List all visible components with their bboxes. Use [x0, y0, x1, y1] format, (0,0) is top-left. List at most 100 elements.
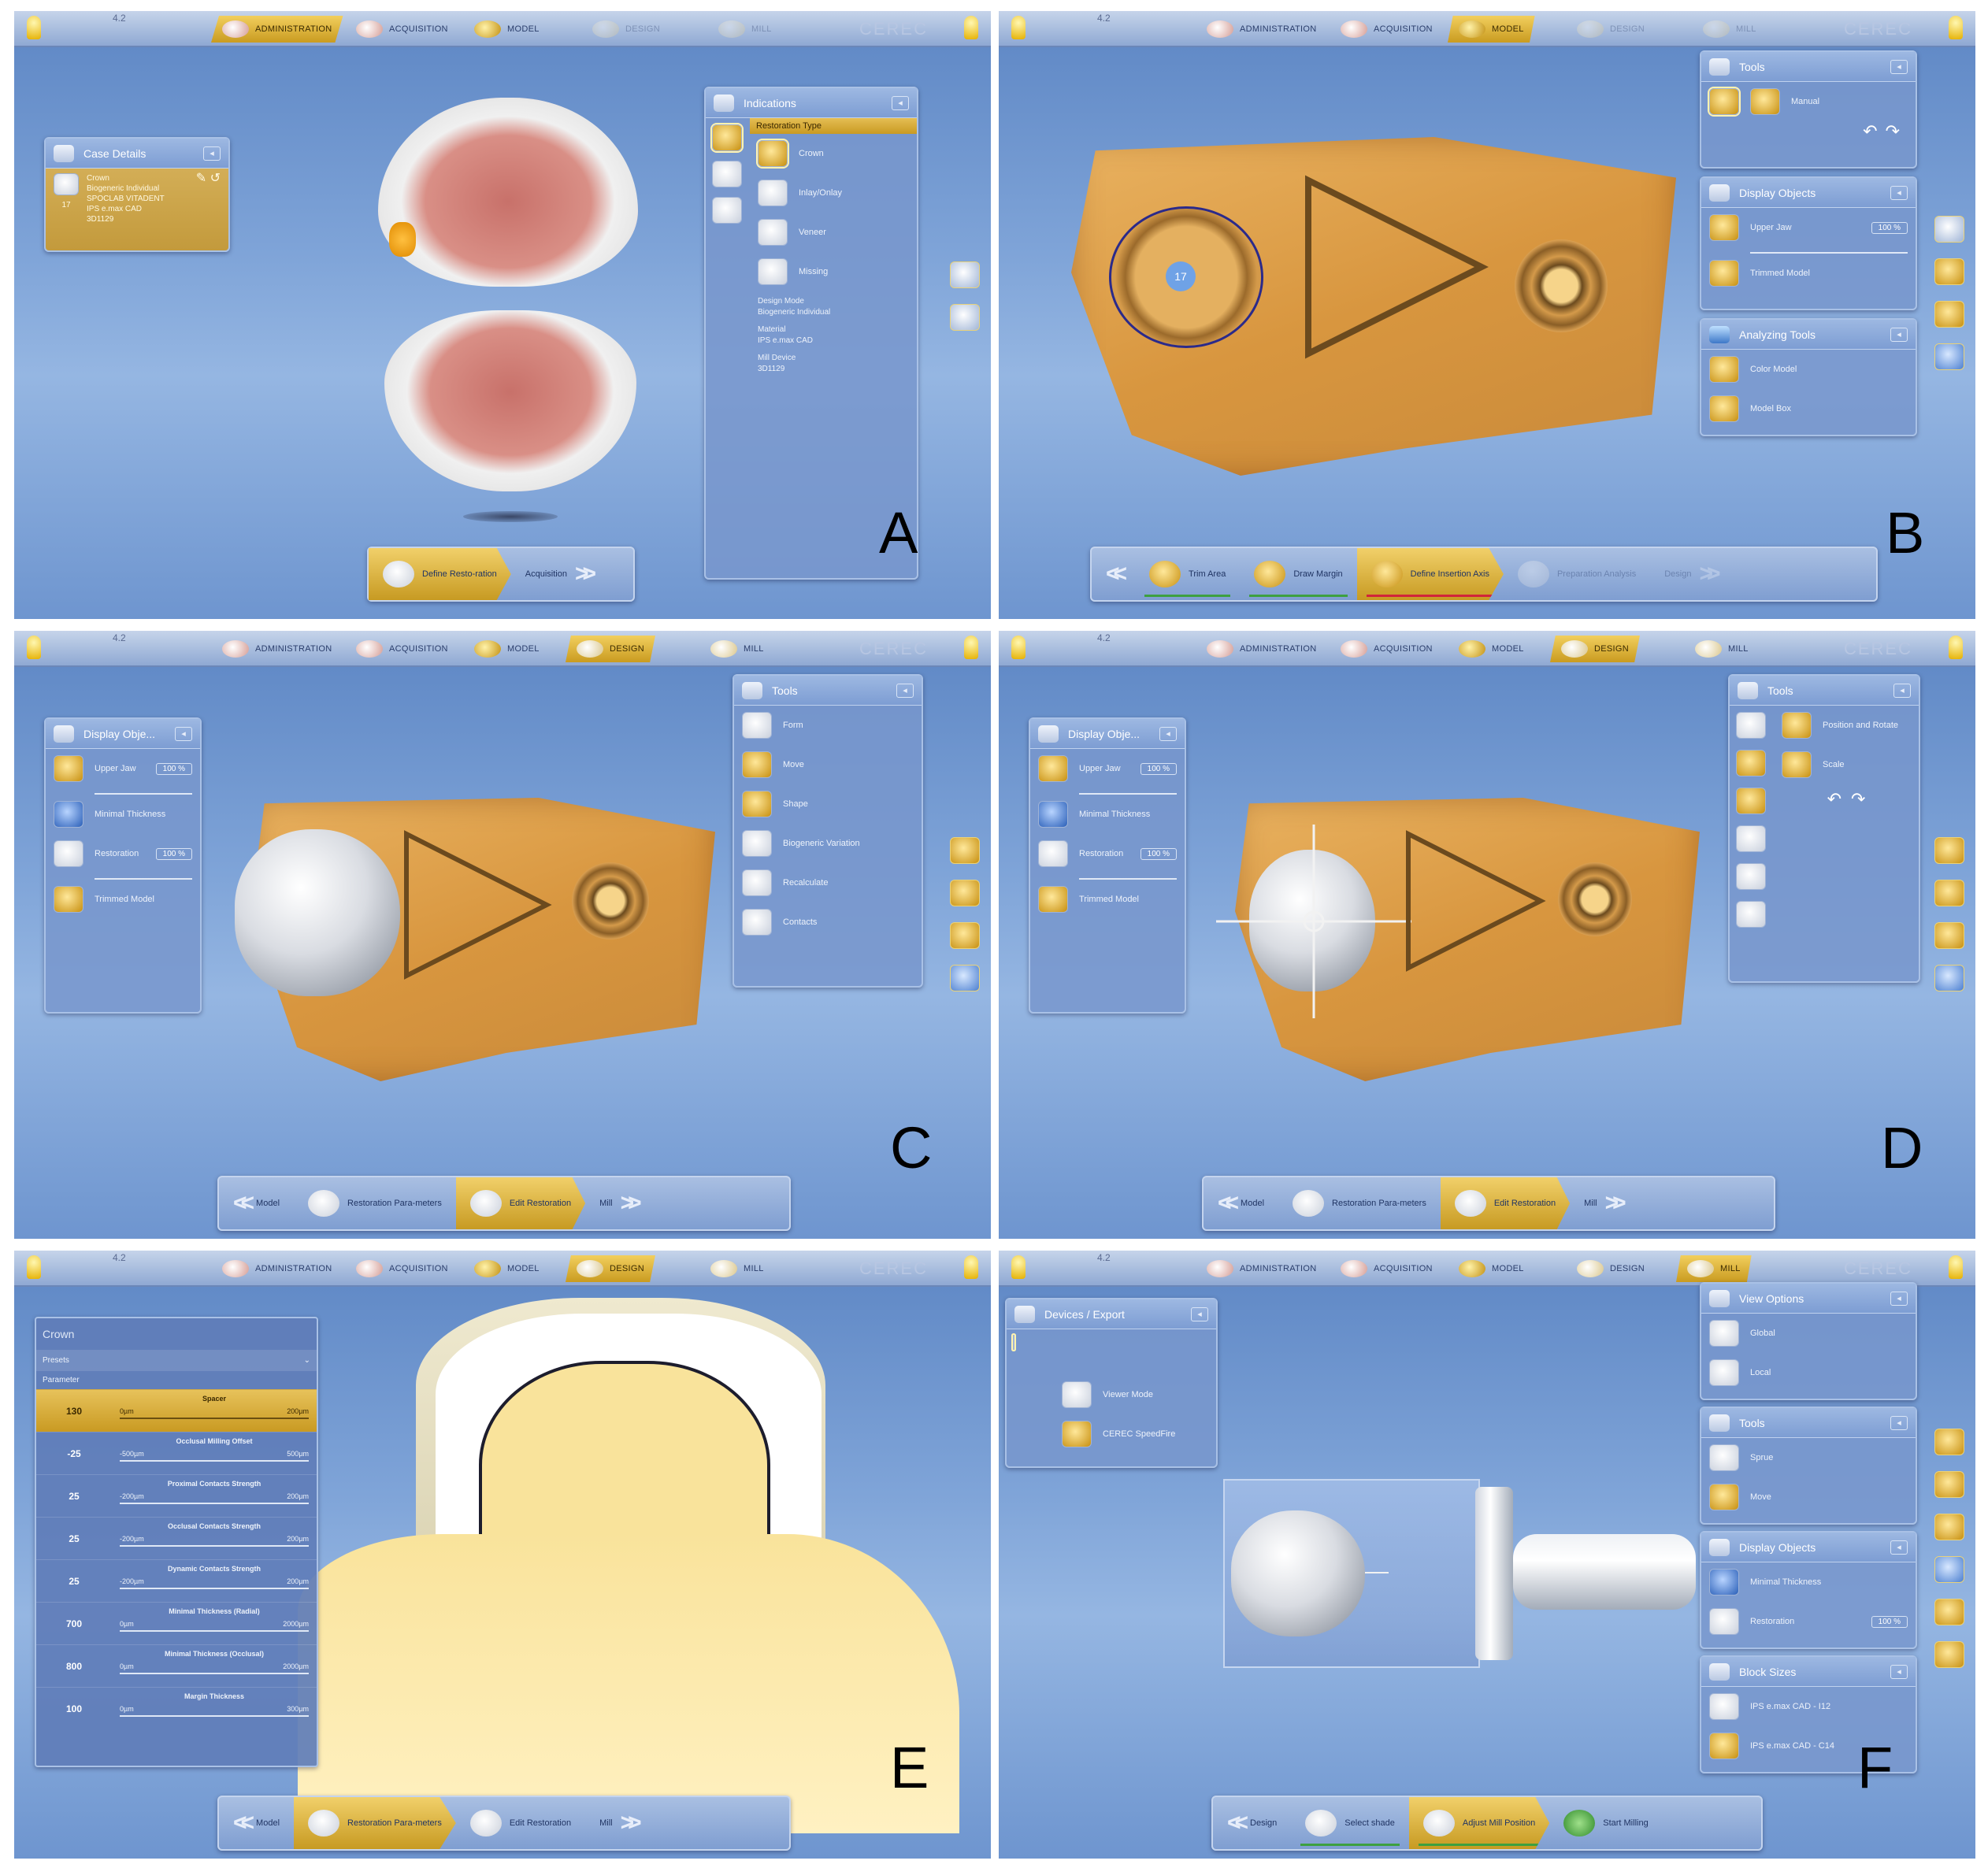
side-view-icon[interactable]: [1934, 922, 1964, 949]
tool-color-model[interactable]: Color Model: [1701, 350, 1916, 389]
lightbulb-icon[interactable]: [964, 16, 978, 39]
tab-administration[interactable]: ADMINISTRATION: [1196, 636, 1328, 662]
restoration-slider[interactable]: [1079, 878, 1177, 880]
side-view-icon[interactable]: [950, 261, 980, 288]
parameter-value[interactable]: -25: [67, 1447, 81, 1459]
step-trim-area[interactable]: Trim Area: [1135, 548, 1240, 600]
side-view-icon[interactable]: [1934, 1471, 1964, 1498]
case-entry[interactable]: 17 Crown Biogeneric Individual SPOCLAB V…: [46, 169, 228, 229]
tab-design[interactable]: DESIGN: [581, 16, 671, 43]
step-model[interactable]: <<Model: [1218, 1190, 1265, 1216]
tool-manual[interactable]: Manual: [1701, 82, 1916, 121]
restoration-opacity[interactable]: 100 %: [155, 847, 192, 860]
step-restoration-parameters[interactable]: Restoration Para-meters: [1278, 1177, 1441, 1229]
display-minimal-thickness[interactable]: Minimal Thickness: [1030, 795, 1185, 834]
upper-jaw-opacity[interactable]: 100 %: [1140, 762, 1177, 775]
device-cerec-speedfire[interactable]: CEREC SpeedFire: [1054, 1414, 1216, 1454]
parameter-value[interactable]: 800: [65, 1660, 83, 1672]
upper-jaw-opacity[interactable]: 100 %: [1871, 221, 1908, 234]
edit-pencil-icon[interactable]: ✎ ↺: [195, 172, 221, 185]
lightbulb-icon[interactable]: [1949, 16, 1963, 39]
step-start-milling[interactable]: Start Milling: [1549, 1797, 1662, 1849]
tool-move[interactable]: Move: [734, 745, 922, 784]
step-edit-restoration[interactable]: Edit Restoration: [455, 1177, 586, 1229]
upper-jaw-opacity[interactable]: 100 %: [155, 762, 192, 775]
selected-tooth[interactable]: [389, 222, 416, 257]
parameter-value[interactable]: 25: [69, 1533, 80, 1544]
tab-model[interactable]: MODEL: [1448, 16, 1535, 43]
lower-jaw-graphic[interactable]: [384, 310, 636, 491]
pin-icon[interactable]: ◂: [892, 95, 909, 110]
redo-icon[interactable]: ↷: [1851, 789, 1866, 809]
tab-model[interactable]: MODEL: [1448, 636, 1535, 662]
side-view-icon[interactable]: [950, 965, 980, 991]
side-view-icon[interactable]: [1934, 216, 1964, 243]
tab-mill[interactable]: MILL: [1676, 1255, 1752, 1282]
pin-icon[interactable]: ◂: [1890, 59, 1908, 74]
lightbulb-icon[interactable]: [1949, 1255, 1963, 1279]
shape-icon[interactable]: [1736, 788, 1766, 814]
indication-veneer[interactable]: Veneer: [750, 213, 917, 252]
tool-shape[interactable]: Shape: [734, 784, 922, 824]
tab-design[interactable]: DESIGN: [566, 1255, 655, 1282]
pin-icon[interactable]: ◂: [1191, 1306, 1208, 1321]
tab-acquisition[interactable]: ACQUISITION: [345, 16, 459, 43]
presets-dropdown[interactable]: Presets⌄: [36, 1350, 317, 1371]
tab-acquisition[interactable]: ACQUISITION: [345, 1255, 459, 1282]
side-view-icon[interactable]: [950, 922, 980, 949]
pin-icon[interactable]: ◂: [896, 683, 914, 698]
pin-icon[interactable]: ◂: [1890, 1540, 1908, 1555]
side-view-icon[interactable]: [1934, 1556, 1964, 1583]
step-define-insertion-axis[interactable]: Define Insertion Axis: [1356, 548, 1504, 600]
tab-design[interactable]: DESIGN: [1550, 636, 1640, 662]
parameter-slider[interactable]: [120, 1545, 309, 1547]
tab-administration[interactable]: ADMINISTRATION: [1196, 1255, 1328, 1282]
display-trimmed-model[interactable]: Trimmed Model: [46, 880, 200, 919]
pin-icon[interactable]: ◂: [1159, 726, 1177, 741]
step-design[interactable]: Design>>: [1664, 561, 1720, 587]
side-view-icon[interactable]: [1934, 965, 1964, 991]
tool-form[interactable]: Form: [734, 706, 922, 745]
step-preparation-analysis[interactable]: Preparation Analysis: [1504, 548, 1650, 600]
form-icon[interactable]: [1736, 712, 1766, 739]
parameter-value[interactable]: 25: [69, 1575, 80, 1587]
side-view-icon[interactable]: [1934, 258, 1964, 285]
tool-move[interactable]: Move: [1701, 1477, 1916, 1517]
material-value[interactable]: IPS e.max CAD: [758, 336, 814, 345]
step-mill[interactable]: Mill>>: [599, 1810, 642, 1836]
tab-acquisition[interactable]: ACQUISITION: [345, 636, 459, 662]
step-mill[interactable]: Mill>>: [1584, 1190, 1626, 1216]
step-model[interactable]: <<Model: [233, 1190, 280, 1216]
indication-inlay-onlay[interactable]: Inlay/Onlay: [750, 173, 917, 213]
tool-recalculate[interactable]: Recalculate: [734, 863, 922, 902]
parameter-slider[interactable]: [120, 1630, 309, 1632]
upper-jaw-slider[interactable]: [1079, 793, 1177, 795]
move-icon[interactable]: [1736, 750, 1766, 776]
lightbulb-icon[interactable]: [27, 636, 41, 659]
restoration-slider[interactable]: [95, 878, 192, 880]
step-restoration-parameters[interactable]: Restoration Para-meters: [294, 1797, 456, 1849]
pin-icon[interactable]: ◂: [1890, 1415, 1908, 1430]
side-view-icon[interactable]: [1934, 1599, 1964, 1625]
undo-icon[interactable]: ↶: [1863, 121, 1878, 141]
parameter-slider[interactable]: [120, 1503, 309, 1504]
tool-position-and-rotate[interactable]: Position and Rotate: [1774, 706, 1919, 745]
lightbulb-icon[interactable]: [1011, 16, 1026, 39]
crown-restoration[interactable]: [235, 829, 400, 996]
tool-contacts[interactable]: Contacts: [734, 902, 922, 942]
parameter-value[interactable]: 130: [65, 1405, 83, 1417]
pin-icon[interactable]: ◂: [1890, 1291, 1908, 1306]
lightbulb-icon[interactable]: [964, 636, 978, 659]
step-edit-restoration[interactable]: Edit Restoration: [456, 1797, 585, 1849]
tool-model-box[interactable]: Model Box: [1701, 389, 1916, 428]
pin-icon[interactable]: ◂: [1890, 1664, 1908, 1679]
tab-design[interactable]: DESIGN: [566, 636, 655, 662]
step-mill[interactable]: Mill>>: [599, 1190, 642, 1216]
